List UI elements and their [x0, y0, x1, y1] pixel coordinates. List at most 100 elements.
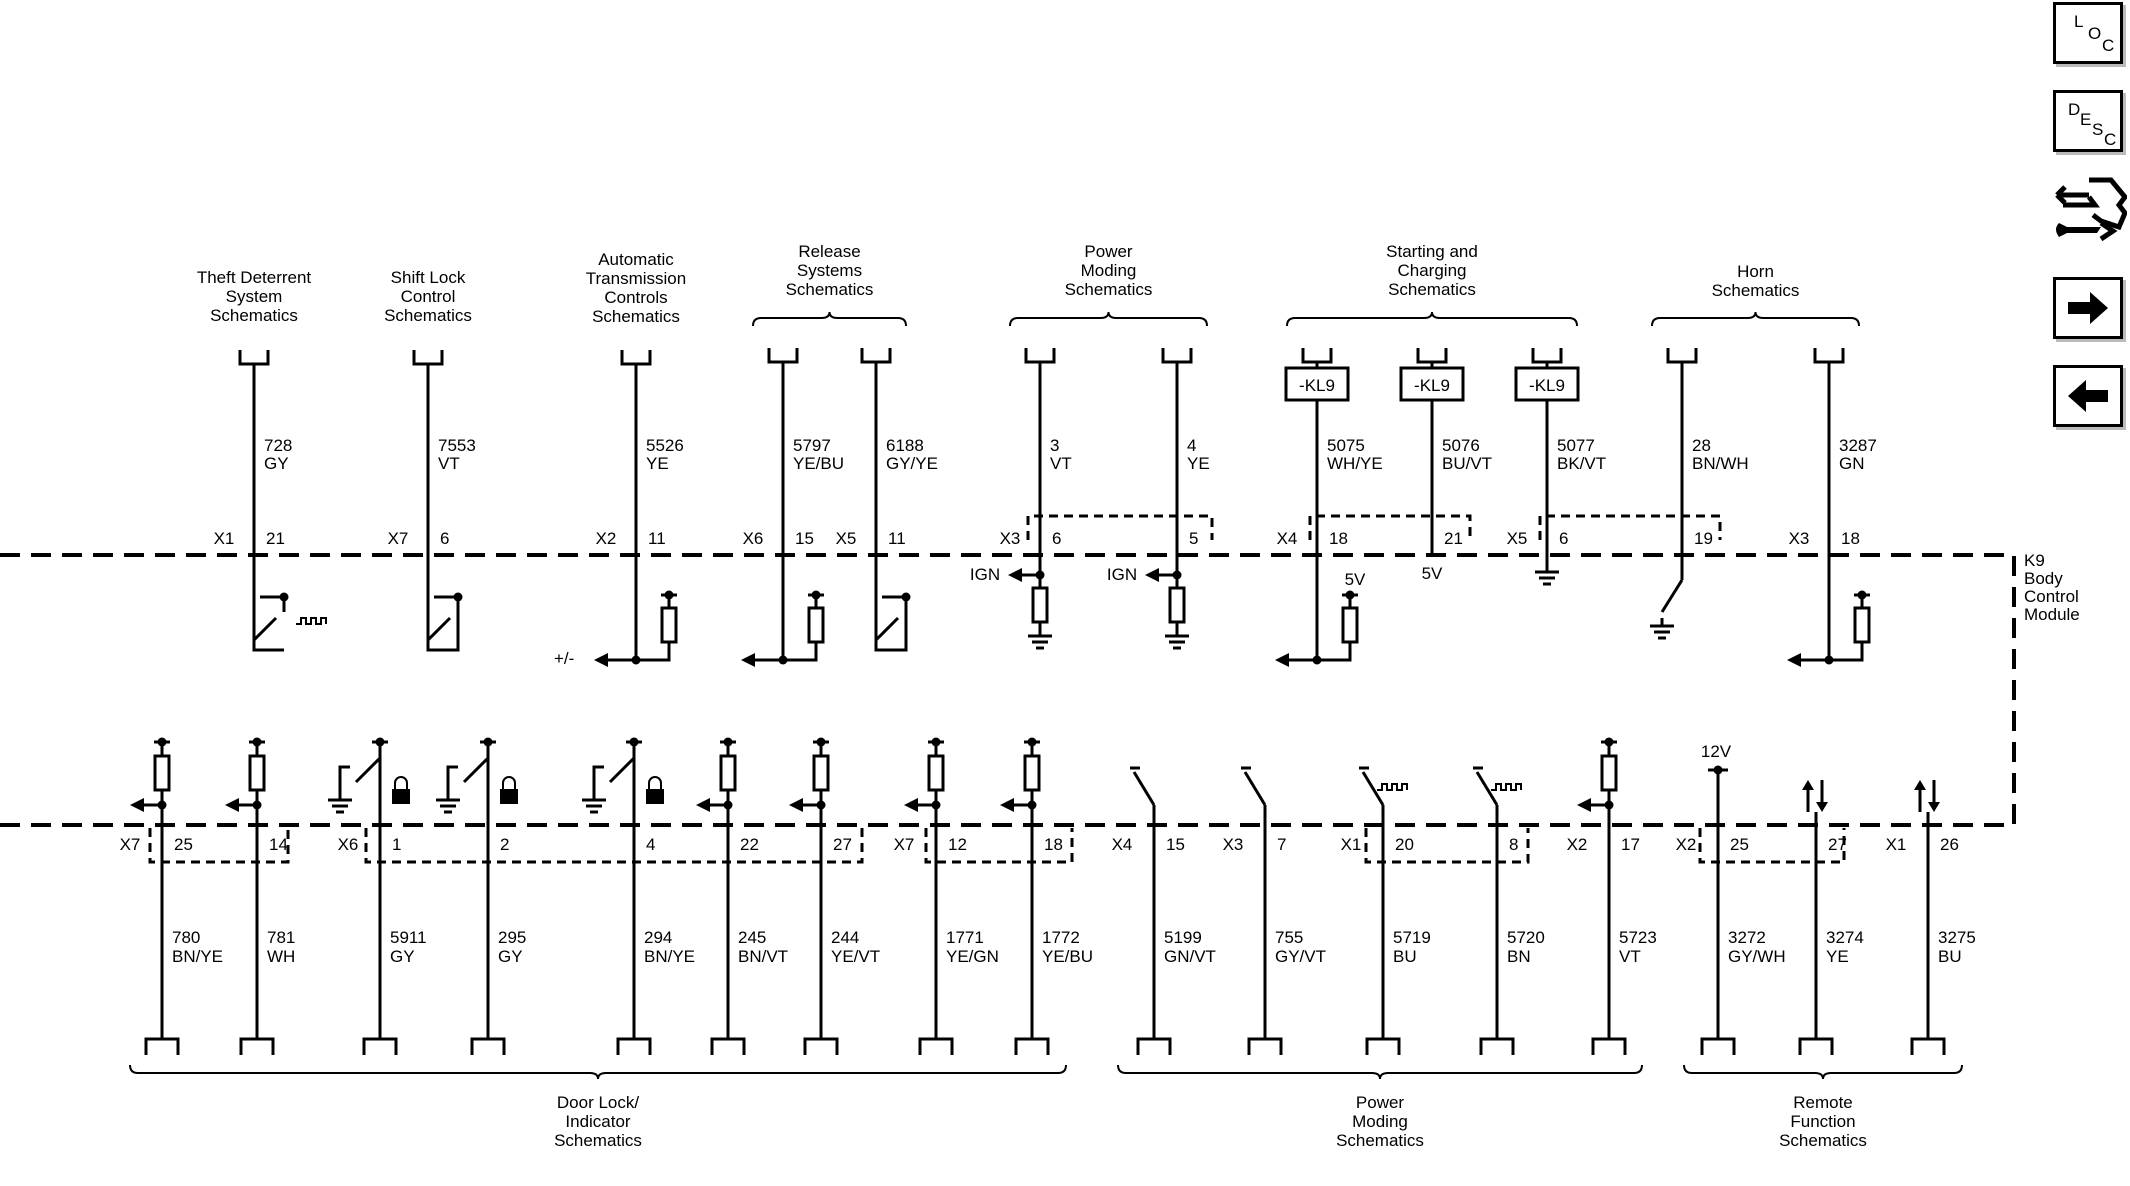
group-brace [1683, 1064, 1963, 1080]
circuit-number: 5526 [646, 436, 684, 455]
connector-id: X6 [743, 529, 764, 548]
resistor [1031, 586, 1049, 624]
group-label-line: Schematics [1336, 1131, 1424, 1150]
lock-body [500, 789, 518, 804]
wire-color: GY [498, 947, 523, 966]
wire-color: WH [267, 947, 295, 966]
connector-plug [1479, 1037, 1515, 1055]
switch-blade [608, 756, 636, 784]
arrow-left [696, 798, 710, 812]
connector-id: X3 [1000, 529, 1021, 548]
connector-plug [918, 1037, 954, 1055]
wire-color: VT [1050, 454, 1072, 473]
circuit-number: 5719 [1393, 928, 1431, 947]
pin-number: 7 [1277, 835, 1286, 854]
connector-plug [1416, 348, 1448, 364]
connector-plug [1813, 348, 1845, 364]
resistor [248, 754, 266, 792]
wire [755, 642, 818, 662]
group-label-line: Controls [604, 288, 667, 307]
connector-repair-button[interactable] [2049, 175, 2129, 253]
next-page-button[interactable] [2053, 277, 2123, 339]
ign-label: IGN [1107, 565, 1137, 584]
svg-text:D: D [2068, 100, 2080, 119]
connector-plug [1247, 1037, 1283, 1055]
switch-blade [1243, 771, 1267, 806]
junction-dot [631, 655, 641, 665]
pin-number: 11 [888, 529, 906, 548]
connector-id: X2 [1676, 835, 1697, 854]
connector-plug [362, 1037, 398, 1055]
connector-plug [1301, 348, 1333, 364]
pulse-symbol [1491, 783, 1522, 791]
pin-number: 20 [1395, 835, 1414, 854]
arrow-up [1802, 780, 1814, 790]
circuit-number: 5077 [1557, 436, 1595, 455]
module-name-line: Module [2024, 605, 2080, 624]
arrow-left [594, 653, 608, 667]
wire-color: YE/VT [831, 947, 880, 966]
pin-number: 19 [1694, 529, 1713, 548]
wire [426, 612, 460, 652]
group-label-line: Schematics [554, 1131, 642, 1150]
connector-group-box [364, 828, 864, 864]
wire-color: YE/GN [946, 947, 999, 966]
pin-number: 6 [1559, 529, 1568, 548]
wire-color: BN/VT [738, 947, 788, 966]
pin-number: 15 [795, 529, 814, 548]
group-brace [1117, 1064, 1643, 1080]
pin-number: 21 [266, 529, 285, 548]
supply-dot [483, 737, 493, 747]
connector-group-box [1364, 828, 1530, 864]
circuit-number: 3287 [1839, 436, 1877, 455]
arrow-left [1577, 798, 1591, 812]
connector-id: X1 [214, 529, 235, 548]
switch-blade [252, 616, 278, 642]
prev-page-button[interactable] [2053, 365, 2123, 427]
switch-blade [462, 756, 490, 784]
desc-button[interactable]: D E S C [2053, 90, 2123, 152]
junction-dot [1824, 655, 1834, 665]
group-label-line: Starting and [1386, 242, 1478, 261]
group-brace [1009, 311, 1208, 327]
connector-plug [803, 1037, 839, 1055]
group-label-line: Horn [1737, 262, 1774, 281]
arrow-left [1008, 568, 1022, 582]
arrow-left [904, 798, 918, 812]
wire-color: VT [1619, 947, 1641, 966]
circuit-number: 3272 [1728, 928, 1766, 947]
switch-blade [1475, 771, 1499, 806]
loc-button[interactable]: L O C [2053, 2, 2123, 64]
connector-id: X5 [836, 529, 857, 548]
pin-number: 14 [269, 835, 288, 854]
svg-text:C: C [2102, 36, 2114, 55]
arrow-down [1816, 802, 1828, 812]
pin-number: 15 [1166, 835, 1185, 854]
kl9-tag-label: -KL9 [1414, 376, 1450, 395]
pin-number: 25 [1730, 835, 1749, 854]
pin-number: 6 [1052, 529, 1061, 548]
connector-plug [1024, 348, 1056, 364]
pin-number: 25 [174, 835, 193, 854]
desc-icon: D E S C [2068, 100, 2116, 149]
group-label-line: Schematics [210, 306, 298, 325]
pin-number: 21 [1444, 529, 1463, 548]
circuit-number: 3275 [1938, 928, 1976, 947]
lock-body [646, 789, 664, 804]
arrow-left [789, 798, 803, 812]
